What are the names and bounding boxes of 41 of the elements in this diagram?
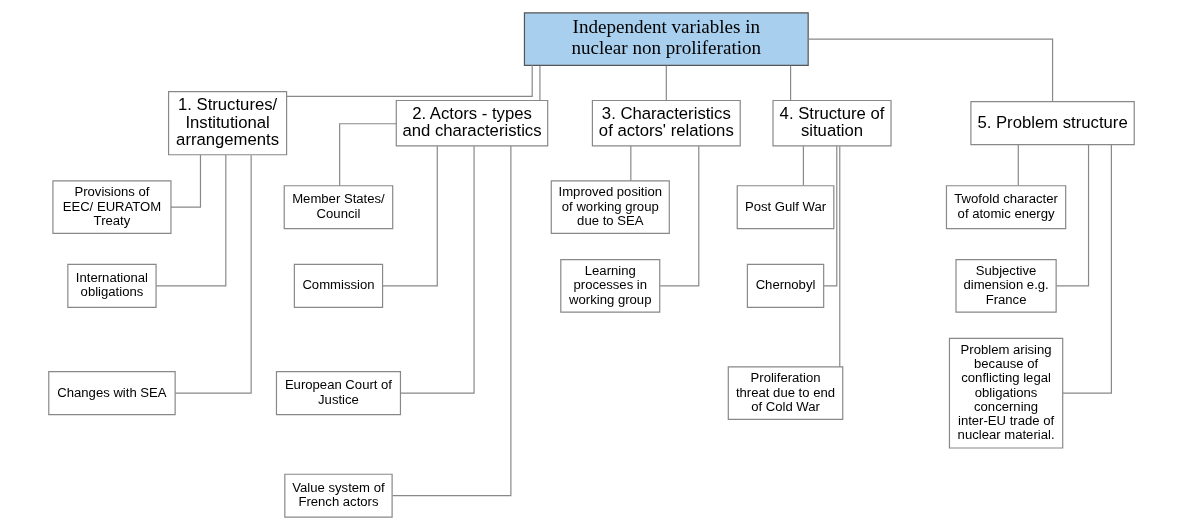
node-box: 3. Characteristics of actors' relations bbox=[591, 99, 741, 147]
connector bbox=[1017, 144, 1019, 186]
node-box: Chernobyl bbox=[746, 263, 824, 308]
connector bbox=[381, 145, 438, 287]
node-box: Learning processes in working group bbox=[559, 259, 660, 313]
node-box: 2. Actors - types and characteristics bbox=[395, 99, 548, 147]
connector bbox=[169, 154, 201, 208]
node-box: International obligations bbox=[66, 263, 157, 308]
node-box: Commission bbox=[293, 263, 383, 308]
node-box: 4. Structure of situation bbox=[771, 99, 892, 147]
node-box: 5. Problem structure bbox=[969, 101, 1135, 146]
connector bbox=[665, 65, 667, 101]
node-box: Improved position of working group due to SEA bbox=[550, 180, 670, 234]
node-box: Twofold character of atomic energy bbox=[945, 185, 1066, 230]
connector bbox=[838, 145, 840, 368]
node-box: Value system of French actors bbox=[283, 473, 393, 518]
connector bbox=[629, 145, 631, 182]
connector bbox=[399, 145, 475, 394]
connector bbox=[807, 38, 1053, 103]
connector bbox=[338, 123, 397, 187]
node-box: Subjective dimension e.g. France bbox=[954, 259, 1057, 313]
node-box: Changes with SEA bbox=[47, 371, 176, 416]
node-box: Post Gulf War bbox=[736, 185, 834, 230]
node-box: Provisions of EEC/ EURATOM Treaty bbox=[51, 180, 172, 234]
node-box: Problem arising because of conflicting legal obligations concerning inter-EU trade of nuclear material. bbox=[948, 337, 1063, 449]
node-box: Independent variables in nuclear non proliferation bbox=[523, 12, 809, 66]
connector bbox=[822, 145, 837, 287]
connector bbox=[391, 145, 511, 497]
connector bbox=[789, 65, 791, 101]
connector bbox=[174, 154, 252, 394]
connector bbox=[285, 64, 533, 97]
node-box: European Court of Justice bbox=[275, 371, 401, 416]
node-box: Proliferation threat due to end of Cold War bbox=[727, 366, 843, 420]
connector bbox=[538, 65, 541, 101]
connector bbox=[802, 145, 804, 186]
node-box: Member States/ Council bbox=[283, 185, 393, 230]
connector bbox=[659, 145, 699, 287]
node-box: 1. Structures/ Institutional arrangements bbox=[167, 90, 287, 156]
connector bbox=[1055, 144, 1089, 287]
connector bbox=[1061, 144, 1112, 394]
connector bbox=[155, 154, 226, 287]
